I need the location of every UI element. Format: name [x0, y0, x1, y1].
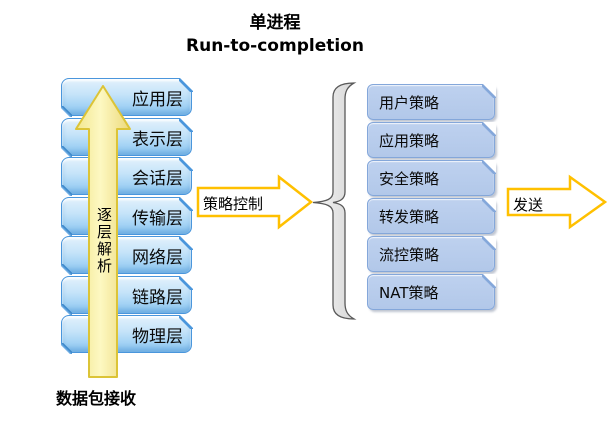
policy-user: 用户策略	[367, 83, 496, 120]
corner-fold-icon	[60, 184, 72, 196]
corner-fold-icon	[178, 77, 193, 92]
osi-layer-link: 链路层	[60, 275, 193, 315]
corner-fold-icon	[481, 273, 496, 288]
corner-fold-icon	[178, 117, 193, 132]
corner-fold-icon	[60, 263, 72, 275]
policy-app: 应用策略	[367, 121, 496, 158]
osi-layer-presentation: 表示层	[60, 117, 193, 157]
osi-layer-application: 应用层	[60, 77, 193, 117]
send-arrow-label: 发送	[513, 196, 544, 214]
up-arrow-label: 逐层解析	[95, 207, 113, 275]
diagram-title: 单进程 Run-to-completion	[115, 12, 435, 58]
policy-forward: 转发策略	[367, 197, 496, 234]
corner-fold-icon	[481, 197, 496, 212]
packet-receive-label: 数据包接收	[56, 389, 137, 408]
policy-control-arrow-label: 策略控制	[203, 195, 264, 213]
corner-fold-icon	[481, 159, 496, 174]
policy-security: 安全策略	[367, 159, 496, 196]
corner-fold-icon	[60, 145, 72, 157]
corner-fold-icon	[178, 196, 193, 211]
corner-fold-icon	[60, 303, 72, 315]
policy-nat: NAT策略	[367, 273, 496, 310]
osi-layer-physical: 物理层	[60, 314, 193, 354]
corner-fold-icon	[60, 342, 72, 354]
corner-fold-icon	[60, 224, 72, 236]
osi-layer-network: 网络层	[60, 235, 193, 275]
corner-fold-icon	[178, 235, 193, 250]
title-line1: 单进程	[249, 13, 301, 33]
osi-layer-transport: 传输层	[60, 196, 193, 236]
corner-fold-icon	[481, 83, 496, 98]
corner-fold-icon	[178, 156, 193, 171]
title-line2: Run-to-completion	[186, 36, 364, 56]
corner-fold-icon	[481, 235, 496, 250]
corner-fold-icon	[481, 121, 496, 136]
corner-fold-icon	[178, 275, 193, 290]
policy-flowctl: 流控策略	[367, 235, 496, 272]
corner-fold-icon	[60, 105, 72, 117]
osi-layer-session: 会话层	[60, 156, 193, 196]
corner-fold-icon	[178, 314, 193, 329]
